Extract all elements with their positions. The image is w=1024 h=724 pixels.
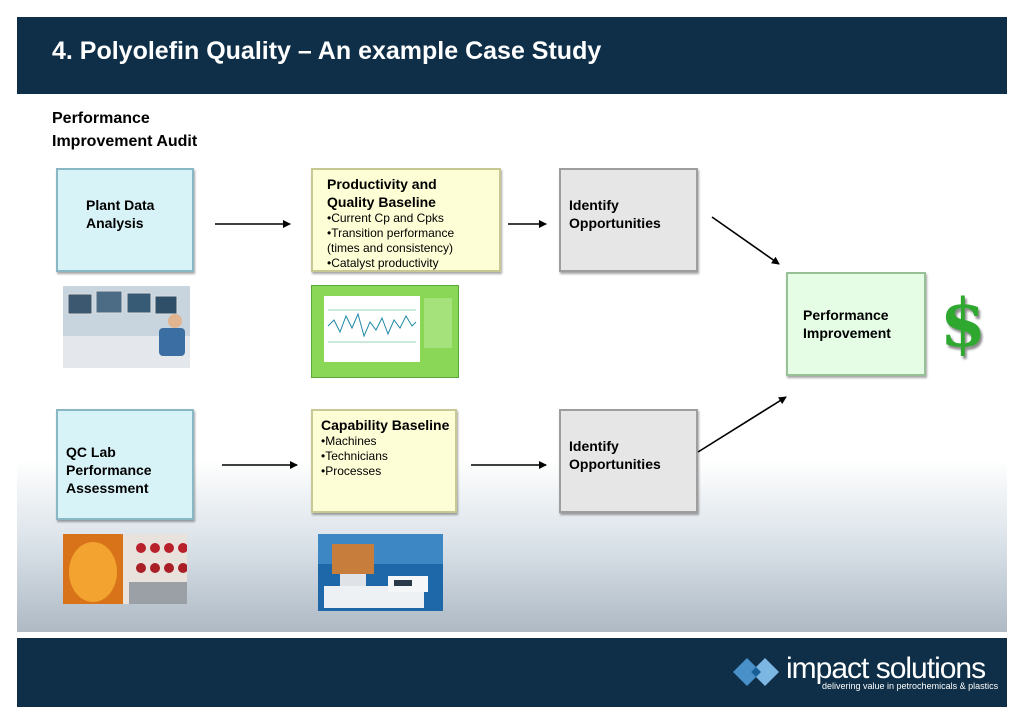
footer-bar [17,638,1007,707]
identify-2-line-2: Opportunities [569,456,661,472]
lab-samples-photo [63,534,187,604]
testing-machine-photo [318,534,443,611]
company-tagline: delivering value in petrochemicals & pla… [822,681,999,691]
identify-1-line-2: Opportunities [569,215,661,231]
capability-title: Capability Baseline [321,417,450,433]
identify-opportunities-box-1: Identify Opportunities [559,168,698,272]
capability-bullet: •Processes [321,464,382,478]
subtitle-line-1: Performance [52,110,150,127]
performance-line-2: Improvement [803,325,891,341]
section-subtitle: Performance Improvement Audit [52,107,197,153]
company-logo-wordmark: impact solutions [786,652,986,685]
plant-data-line-2: Analysis [86,215,144,231]
baseline-bullet: •Current Cp and Cpks [327,211,444,225]
plant-data-line-1: Plant Data [86,197,155,213]
capability-bullet-list: •Machines •Technicians •Processes [321,434,449,479]
performance-improvement-box: Performance Improvement [786,272,926,376]
slide-title: 4. Polyolefin Quality – An example Case … [52,37,602,65]
control-chart-thumbnail [311,285,459,378]
identify-2-line-1: Identify [569,438,619,454]
performance-line-1: Performance [803,307,889,323]
baseline-bullet: •Catalyst productivity [327,256,439,270]
qc-lab-assessment-box: QC Lab Performance Assessment [56,409,194,520]
qc-lab-line-3: Assessment [66,480,149,496]
identify-opportunities-box-2: Identify Opportunities [559,409,698,513]
capability-bullet: •Machines [321,434,377,448]
baseline-bullet-list: •Current Cp and Cpks •Transition perform… [327,211,454,271]
plant-data-analysis-box: Plant Data Analysis [56,168,194,272]
baseline-title-line-1: Productivity and [327,176,437,192]
baseline-title-line-2: Quality Baseline [327,194,436,210]
capability-baseline-box: Capability Baseline •Machines •Technicia… [311,409,457,513]
control-room-photo [63,286,190,368]
qc-lab-line-2: Performance [66,462,152,478]
baseline-bullet: (times and consistency) [327,241,454,255]
dollar-sign-icon: $ [940,284,986,362]
productivity-quality-baseline-box: Productivity and Quality Baseline •Curre… [311,168,501,272]
baseline-bullet: •Transition performance [327,226,455,240]
impact-solutions-logo-icon [733,658,779,686]
qc-lab-line-1: QC Lab [66,444,116,460]
identify-1-line-1: Identify [569,197,619,213]
subtitle-line-2: Improvement Audit [52,133,198,150]
title-bar: 4. Polyolefin Quality – An example Case … [17,17,1007,94]
capability-bullet: •Technicians [321,449,388,463]
